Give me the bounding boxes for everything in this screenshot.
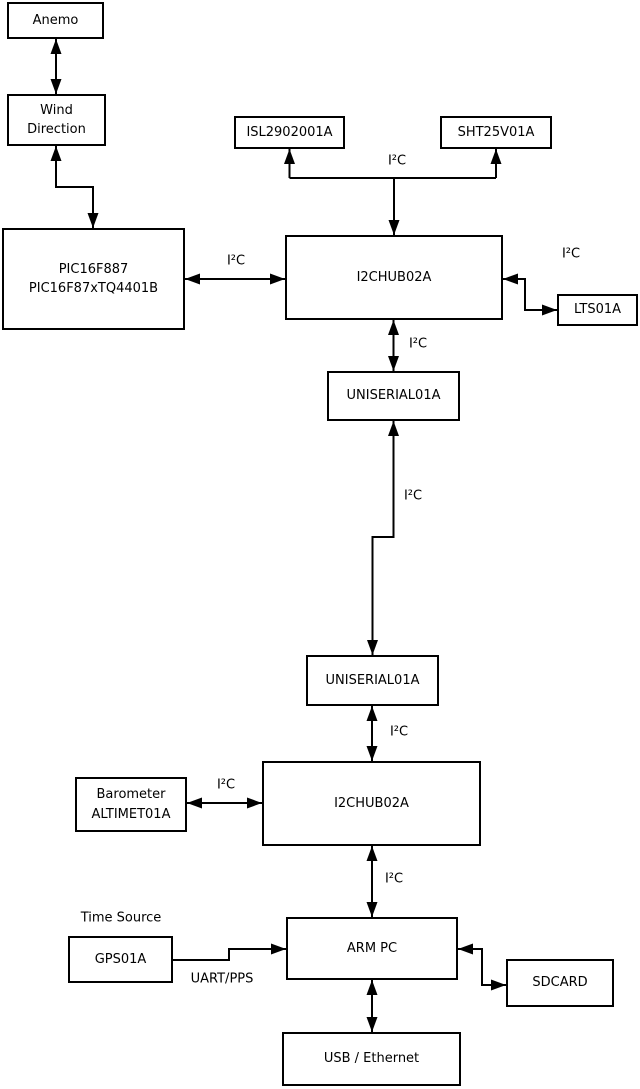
connector-armpc-sdcard: [458, 943, 506, 991]
box-label-line1: PIC16F887: [58, 261, 129, 277]
connector-hub1-uniserial1: [388, 320, 399, 371]
arm-pc-box: ARM PC: [286, 917, 458, 980]
connector-uniserial2-hub2: [366, 706, 378, 761]
box-label: UNISERIAL01A: [325, 672, 420, 688]
connector-wind-pic: [50, 146, 99, 228]
i2c-label-hub-lts: I²C: [561, 246, 581, 262]
isl2902001a-box: ISL2902001A: [234, 116, 345, 149]
i2c-label-hub-uniserial: I²C: [408, 336, 428, 352]
box-label-line2: ALTIMET01A: [91, 806, 171, 822]
box-label-line1: Wind: [40, 102, 73, 118]
i2c-hub-top-box: I2CHUB02A: [285, 235, 503, 320]
barometer-box: Barometer ALTIMET01A: [75, 777, 187, 832]
lts01a-box: LTS01A: [557, 294, 638, 326]
box-label: Anemo: [32, 12, 79, 28]
gps-box: GPS01A: [68, 936, 173, 983]
i2c-label-sensors: I²C: [387, 153, 407, 169]
box-label: I2CHUB02A: [356, 269, 432, 285]
connector-gps-armpc: [173, 943, 286, 961]
connector-hub1-lts: [503, 273, 557, 316]
box-label: SDCARD: [532, 975, 588, 991]
uniserial-bottom-box: UNISERIAL01A: [306, 655, 439, 706]
pic-controller-box: PIC16F887 PIC16F87xTQ4401B: [2, 228, 185, 330]
box-label-line1: Barometer: [96, 787, 166, 802]
i2c-label-hub2-armpc: I²C: [384, 871, 404, 887]
sdcard-box: SDCARD: [506, 959, 614, 1007]
box-label: GPS01A: [94, 951, 147, 967]
i2c-label-barometer-hub2: I²C: [216, 777, 236, 793]
box-label: USB / Ethernet: [323, 1051, 420, 1067]
anemo-box: Anemo: [7, 2, 104, 39]
connector-armpc-usb: [366, 980, 378, 1032]
i2c-label-uniserial-link: I²C: [403, 488, 423, 504]
wind-direction-box: Wind Direction: [7, 94, 106, 146]
i2c-hub-bottom-box: I2CHUB02A: [262, 761, 481, 846]
i2c-label-pic-hub: I²C: [226, 253, 246, 269]
box-label: ISL2902001A: [246, 124, 333, 140]
i2c-label-uniserial-hub2: I²C: [389, 724, 409, 740]
connector-anemo-wind: [50, 39, 62, 94]
box-label: I2CHUB02A: [334, 795, 409, 811]
box-label-line2: PIC16F87xTQ4401B: [28, 281, 159, 296]
connector-hub2-armpc: [366, 846, 378, 917]
box-label: LTS01A: [573, 302, 622, 318]
connector-hub1-sensors: [284, 149, 502, 235]
connector-uniserial-link: [367, 421, 399, 655]
uart-pps-label: UART/PPS: [190, 971, 254, 987]
box-label: ARM PC: [346, 940, 398, 956]
uniserial-top-box: UNISERIAL01A: [327, 371, 460, 421]
connector-pic-hub1: [185, 273, 285, 285]
box-label-line2: Direction: [27, 122, 86, 137]
sht25v01a-box: SHT25V01A: [440, 116, 552, 149]
usb-ethernet-box: USB / Ethernet: [282, 1032, 461, 1086]
box-label: UNISERIAL01A: [346, 388, 441, 404]
box-label: SHT25V01A: [457, 124, 535, 140]
connector-barometer-hub2: [187, 797, 262, 809]
time-source-label: Time Source: [80, 910, 162, 926]
